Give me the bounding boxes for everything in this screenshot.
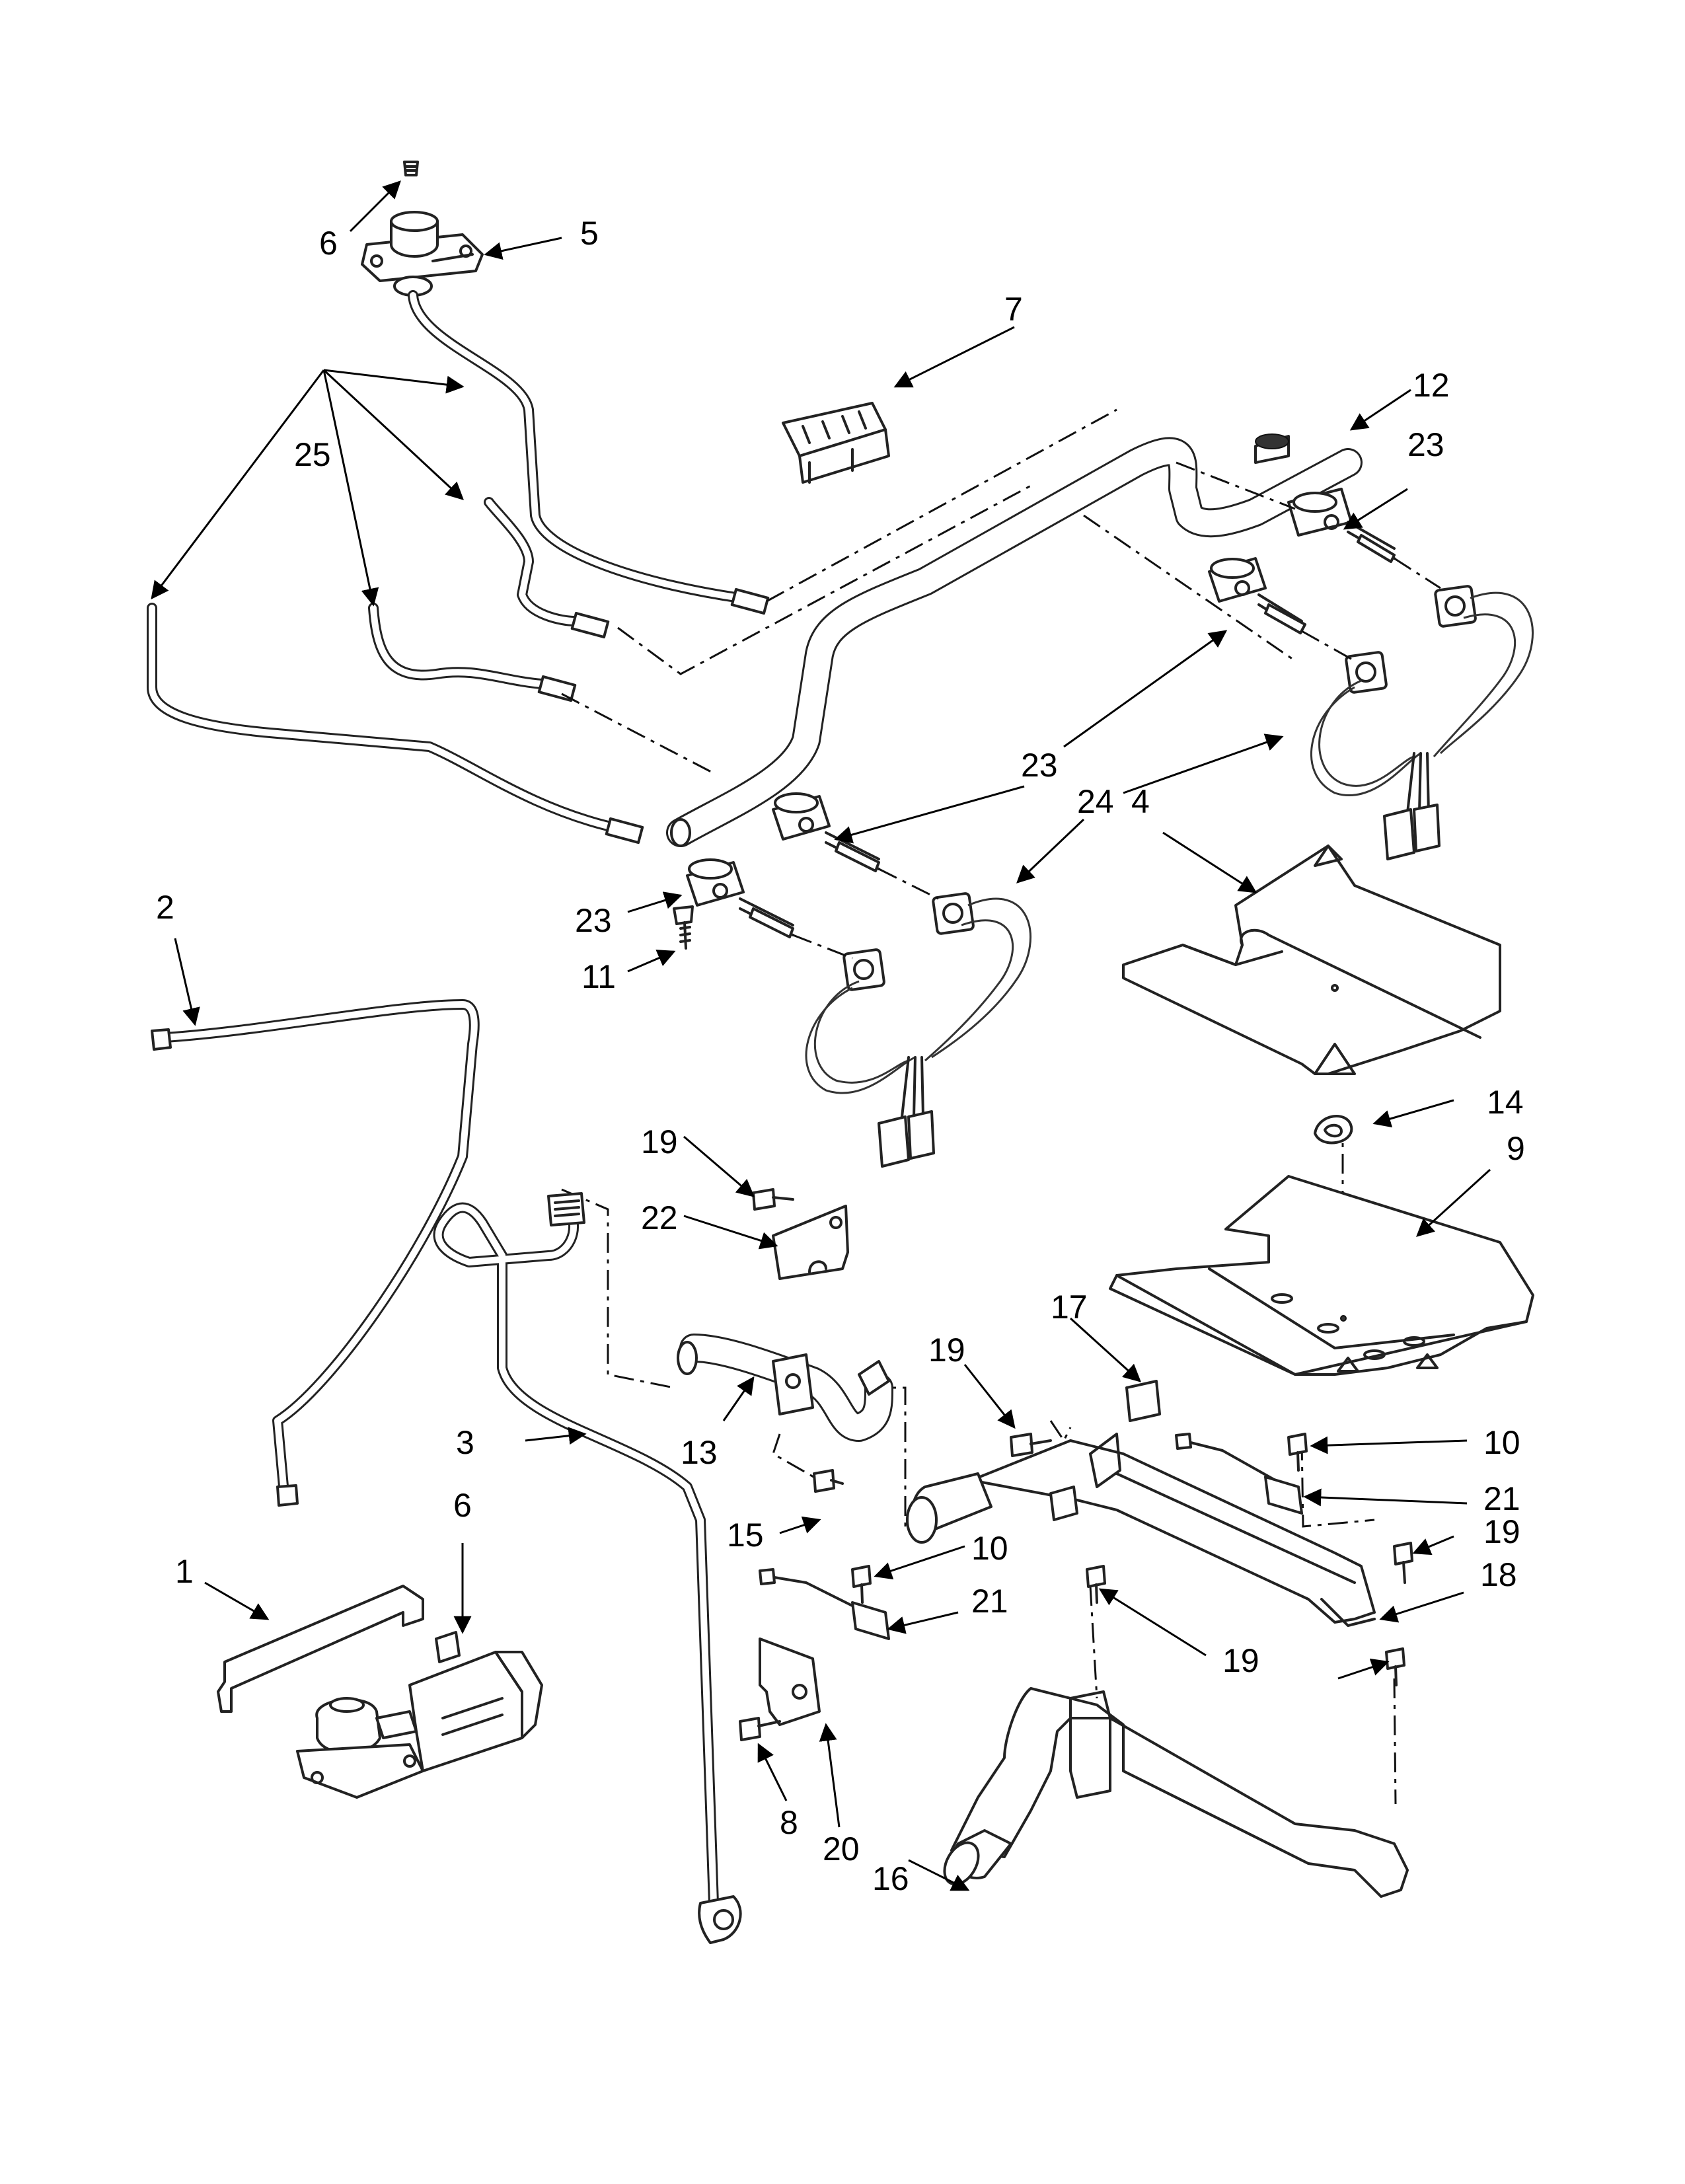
part-6-screw-top bbox=[403, 161, 419, 176]
callout-4: 4 bbox=[1131, 783, 1150, 820]
part-22-bracket bbox=[772, 1205, 849, 1280]
callout-23-top-right: 23 bbox=[1407, 426, 1444, 463]
callout-6-bottom: 6 bbox=[453, 1487, 472, 1524]
part-14-clip bbox=[1314, 1115, 1353, 1145]
callout-24: 24 bbox=[1077, 783, 1114, 820]
callout-2: 2 bbox=[156, 889, 174, 926]
part-23-valve-middle-left bbox=[772, 792, 880, 872]
callout-labels: 6 5 7 12 23 25 23 24 4 2 23 11 14 9 19 2… bbox=[156, 215, 1525, 1897]
part-13-elbow-pipe bbox=[677, 1334, 893, 1442]
part-23-valve-lower-left bbox=[686, 858, 794, 938]
callout-20: 20 bbox=[823, 1830, 860, 1867]
callout-17: 17 bbox=[1051, 1289, 1088, 1326]
part-15-screw bbox=[813, 1469, 844, 1493]
part-11-screw bbox=[673, 905, 694, 950]
part-19-screw-c bbox=[1393, 1542, 1413, 1584]
part-16-burner-front bbox=[943, 1687, 1409, 1898]
part-10-screw-a bbox=[1287, 1433, 1308, 1472]
callout-6-top: 6 bbox=[319, 225, 338, 262]
part-2-tube bbox=[151, 999, 480, 1507]
callout-25: 25 bbox=[294, 436, 331, 473]
callout-8: 8 bbox=[780, 1804, 798, 1841]
part-19-screw-e bbox=[1385, 1647, 1405, 1686]
part-5-pressure-regulator bbox=[361, 211, 484, 297]
callout-13: 13 bbox=[681, 1434, 718, 1471]
callout-19-right: 19 bbox=[1483, 1513, 1520, 1550]
part-9-heat-shield bbox=[1109, 1175, 1534, 1376]
part-19-screw-a bbox=[752, 1188, 794, 1211]
callout-19-middle: 19 bbox=[928, 1332, 965, 1369]
callout-12: 12 bbox=[1413, 367, 1450, 404]
callout-14: 14 bbox=[1487, 1084, 1524, 1121]
assembly-lines bbox=[561, 408, 1441, 1805]
callout-21-right: 21 bbox=[1483, 1480, 1520, 1517]
part-4-burner-tray bbox=[1122, 845, 1501, 1075]
part-7-terminal-block bbox=[782, 402, 890, 484]
part-10-screw-b bbox=[851, 1565, 872, 1604]
callout-10-front: 10 bbox=[971, 1530, 1008, 1567]
part-24-switch-harness-left bbox=[805, 892, 1031, 1168]
part-17-bracket bbox=[1125, 1380, 1161, 1422]
part-18-burner-rear bbox=[906, 1433, 1376, 1627]
part-21-electrode-a bbox=[1175, 1433, 1303, 1515]
callout-1: 1 bbox=[175, 1553, 194, 1590]
callout-leaders bbox=[151, 180, 1491, 1891]
callout-15: 15 bbox=[727, 1517, 764, 1554]
part-20-bracket bbox=[759, 1638, 821, 1726]
callout-19-lower: 19 bbox=[1222, 1642, 1259, 1679]
part-12-manifold-pipe bbox=[666, 433, 1363, 847]
callout-22: 22 bbox=[641, 1199, 678, 1236]
callout-11: 11 bbox=[581, 958, 616, 995]
callout-21-front: 21 bbox=[971, 1583, 1008, 1620]
part-25-gas-tubes bbox=[147, 290, 770, 845]
part-8-screw bbox=[739, 1717, 781, 1741]
part-3-gas-pipe bbox=[433, 1192, 742, 1944]
callout-5: 5 bbox=[580, 215, 599, 252]
callout-9: 9 bbox=[1507, 1130, 1525, 1167]
part-23-valve-upper-right bbox=[1287, 488, 1396, 563]
callout-23-lower-left: 23 bbox=[575, 902, 612, 939]
part-23-valve-middle-right bbox=[1208, 557, 1306, 634]
callout-23-middle: 23 bbox=[1021, 747, 1058, 784]
part-6-valve-assembly bbox=[296, 1631, 543, 1799]
part-19-screw-b bbox=[1010, 1433, 1052, 1457]
callout-16: 16 bbox=[872, 1860, 909, 1897]
part-24-switch-harness-right bbox=[1310, 585, 1534, 860]
callout-7: 7 bbox=[1004, 291, 1023, 328]
callout-10-right: 10 bbox=[1483, 1424, 1520, 1461]
callout-3: 3 bbox=[456, 1424, 474, 1461]
part-1-heat-shield bbox=[217, 1585, 424, 1713]
part-19-screw-d bbox=[1086, 1565, 1106, 1604]
part-21-electrode-b bbox=[759, 1568, 890, 1640]
callout-19-upper: 19 bbox=[641, 1123, 678, 1160]
callout-18: 18 bbox=[1480, 1556, 1517, 1593]
